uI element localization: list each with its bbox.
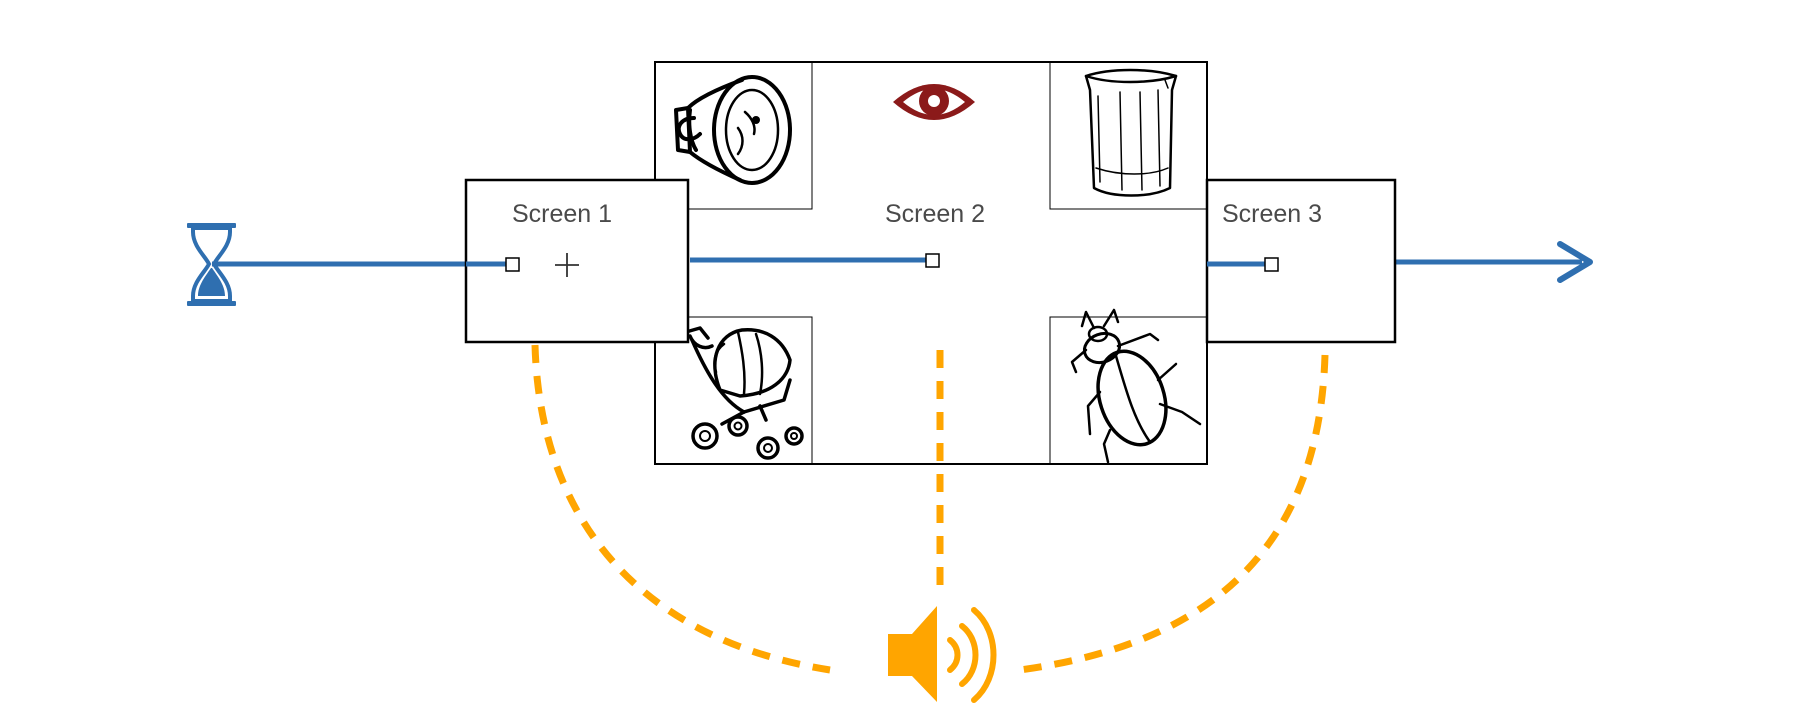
speaker-icon: [888, 606, 997, 703]
beetle-icon: [1070, 308, 1202, 464]
hourglass-icon: [187, 223, 236, 306]
screen3-label: Screen 3: [1222, 200, 1322, 228]
audio-link-screen3: [1019, 354, 1329, 674]
screen3-panel: Screen 3: [1205, 178, 1397, 344]
stroller-icon: [684, 326, 804, 460]
screen1-panel: Screen 1: [464, 178, 690, 344]
fixation-cross: [555, 253, 579, 277]
megaphone-icon: [674, 75, 792, 185]
screen3-marker: [1264, 257, 1279, 272]
cell-top-left: [654, 61, 813, 210]
screen2-marker: [925, 253, 940, 268]
cell-bottom-right: [1049, 316, 1208, 465]
eye-icon: [893, 84, 975, 120]
cell-top-right: [1049, 61, 1208, 210]
audio-link-screen1: [531, 344, 831, 674]
screen2-label: Screen 2: [885, 200, 985, 228]
audio-connections: [531, 344, 1329, 674]
beaker-icon: [1084, 68, 1178, 197]
screen1-label: Screen 1: [512, 200, 612, 228]
screen1-marker: [505, 257, 520, 272]
cell-bottom-left: [654, 316, 813, 465]
arrowhead-icon: [1557, 241, 1593, 283]
